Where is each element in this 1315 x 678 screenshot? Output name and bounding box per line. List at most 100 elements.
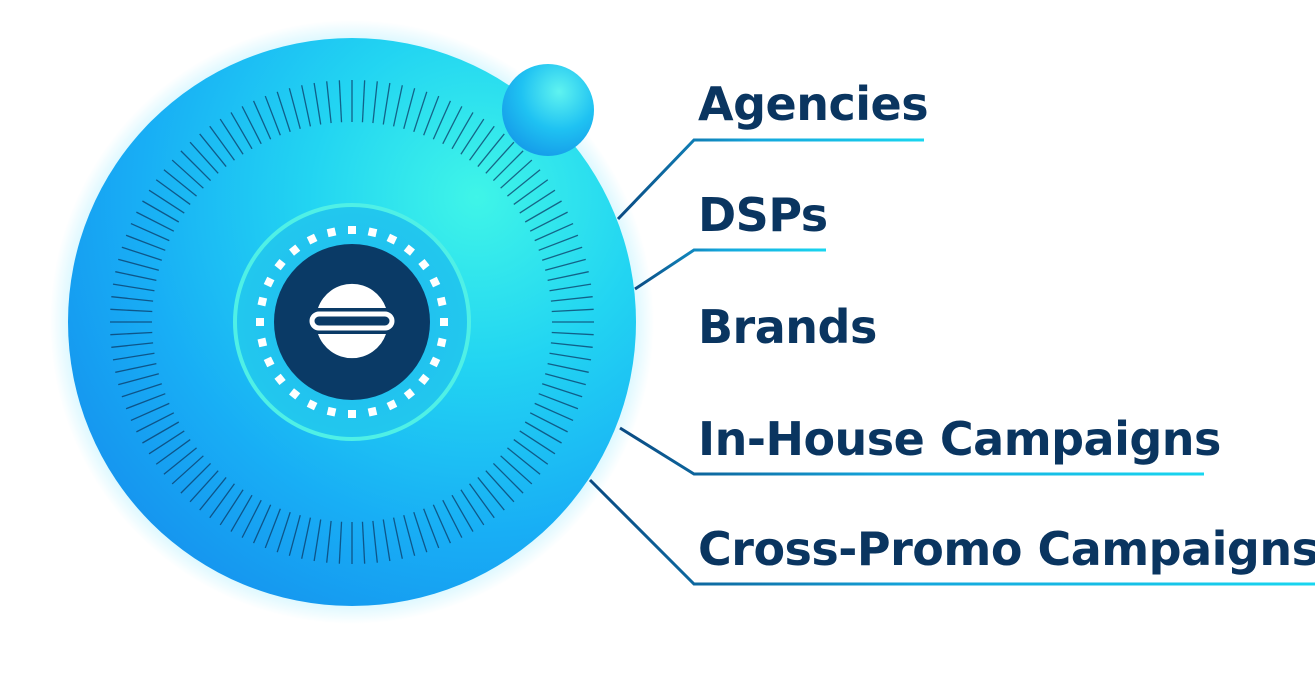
- tick-mark: [485, 141, 515, 174]
- ring-dot: [436, 296, 447, 307]
- tick-mark: [403, 515, 416, 556]
- tick-mark: [112, 283, 155, 292]
- tick-mark: [492, 150, 524, 182]
- tick-mark: [264, 508, 281, 549]
- tick-mark: [163, 169, 197, 197]
- tick-mark: [538, 393, 579, 410]
- tick-mark: [209, 125, 235, 161]
- tick-mark: [130, 402, 170, 422]
- tick-mark: [529, 412, 568, 433]
- tick-mark: [241, 106, 262, 145]
- tick-mark: [142, 421, 180, 444]
- connectors: [588, 138, 1315, 586]
- ring-dot: [257, 337, 268, 348]
- tick-mark: [136, 412, 175, 433]
- label-dsps: DSPs: [698, 188, 828, 242]
- ring-dot: [367, 406, 378, 417]
- ring-dot: [429, 356, 441, 368]
- connector-dsps: [634, 248, 826, 291]
- label-cross-promo: Cross-Promo Campaigns: [698, 522, 1315, 576]
- tick-mark: [115, 271, 157, 282]
- tick-mark: [209, 483, 235, 519]
- tick-mark: [264, 95, 281, 136]
- tick-mark: [125, 234, 166, 251]
- ring-dot: [263, 276, 275, 288]
- tick-mark: [485, 470, 515, 503]
- tick-mark: [155, 179, 191, 205]
- ring-dot: [436, 337, 447, 348]
- tick-mark: [338, 521, 343, 564]
- ring-dot: [274, 373, 286, 385]
- tick-mark: [442, 106, 463, 145]
- tick-mark: [199, 477, 227, 511]
- tick-mark: [219, 118, 244, 155]
- tick-mark: [392, 517, 403, 559]
- tick-mark: [519, 189, 556, 214]
- tick-mark: [545, 373, 586, 386]
- tick-mark: [492, 462, 524, 494]
- tick-mark: [171, 455, 204, 485]
- tick-mark: [163, 447, 197, 475]
- ring-dot: [418, 259, 430, 271]
- tick-mark: [288, 88, 301, 129]
- tick-mark: [130, 222, 170, 242]
- tick-mark: [338, 80, 343, 123]
- tick-mark: [423, 95, 440, 136]
- ring-dot: [348, 226, 356, 234]
- tick-mark: [313, 82, 322, 125]
- ring-dot: [257, 296, 268, 307]
- ring-dot: [326, 227, 337, 238]
- ring-dot: [306, 233, 318, 245]
- tick-mark: [171, 159, 204, 189]
- ring-dot: [263, 356, 275, 368]
- tick-mark: [199, 133, 227, 167]
- tick-mark: [547, 362, 589, 373]
- tick-mark: [500, 455, 533, 485]
- connector-cross-promo: [588, 478, 1315, 586]
- tick-mark: [230, 494, 253, 532]
- tick-mark: [423, 508, 440, 549]
- ring-dot: [326, 406, 337, 417]
- tick-mark: [136, 211, 175, 232]
- tick-mark: [361, 521, 366, 564]
- ring-dot: [403, 388, 415, 400]
- tick-mark: [301, 517, 312, 559]
- tick-mark: [326, 81, 332, 124]
- tick-mark: [142, 200, 180, 223]
- ring-dot: [289, 388, 301, 400]
- tick-mark: [230, 112, 253, 150]
- tick-mark: [524, 421, 562, 444]
- hub-logo-icon: [309, 283, 395, 359]
- tick-mark: [507, 447, 541, 475]
- tick-mark: [118, 373, 159, 386]
- tick-mark: [189, 141, 219, 174]
- label-in-house: In-House Campaigns: [698, 412, 1221, 466]
- tick-mark: [148, 189, 185, 214]
- tick-mark: [460, 118, 485, 155]
- tick-mark: [550, 342, 593, 348]
- connector-agencies: [616, 138, 924, 221]
- tick-mark: [432, 100, 452, 140]
- ring-dot: [289, 244, 301, 256]
- tick-mark: [460, 489, 485, 526]
- tick-mark: [392, 85, 403, 127]
- label-agencies: Agencies: [698, 77, 928, 131]
- tick-mark: [180, 150, 212, 182]
- tick-mark: [549, 283, 592, 292]
- tick-mark: [121, 383, 162, 398]
- tick-mark: [538, 234, 579, 251]
- ring-dot: [367, 227, 378, 238]
- ring-dot: [403, 244, 415, 256]
- tick-mark: [301, 85, 312, 127]
- tick-mark: [382, 82, 391, 125]
- orbit-ball: [502, 64, 594, 156]
- tick-mark: [500, 159, 533, 189]
- inner-ring: [233, 203, 471, 441]
- tick-mark: [551, 308, 594, 313]
- tick-mark: [111, 296, 154, 302]
- tick-mark: [326, 520, 332, 563]
- tick-mark: [125, 393, 166, 410]
- tick-mark: [542, 383, 583, 398]
- tick-mark: [252, 504, 272, 544]
